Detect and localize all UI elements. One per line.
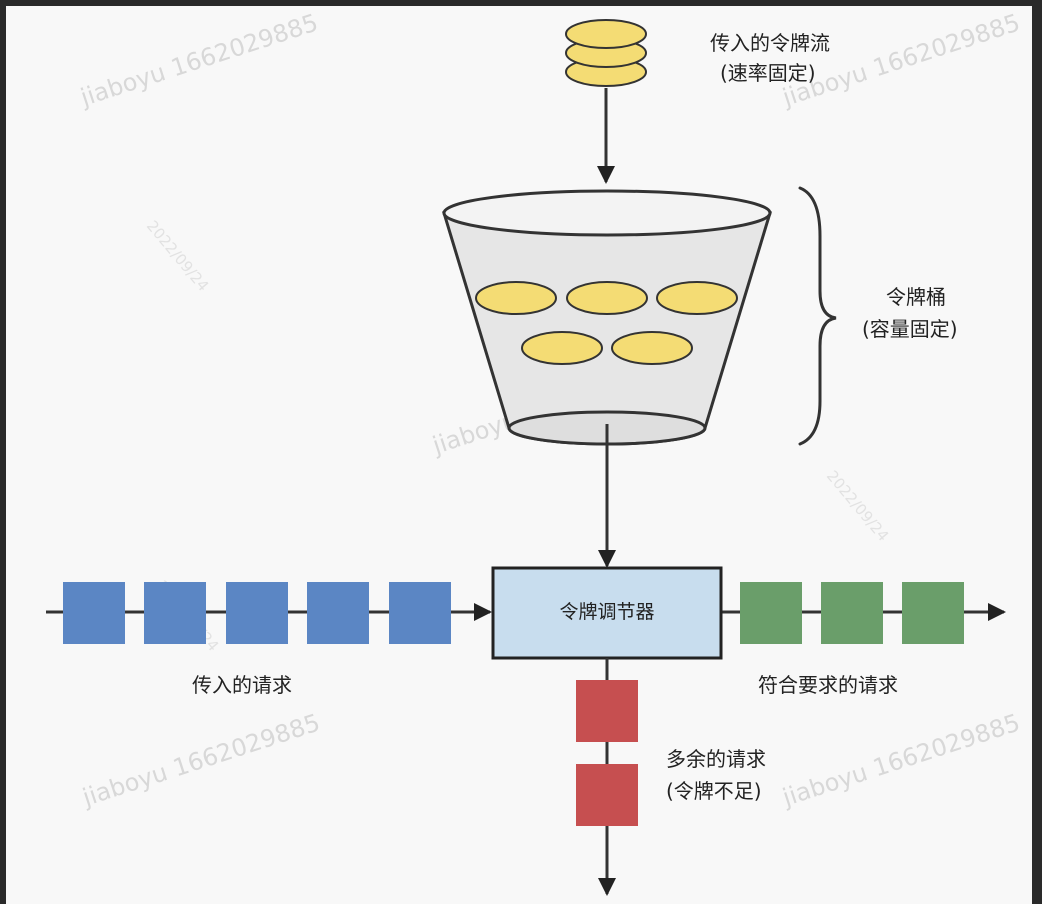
incoming-request [63, 582, 125, 644]
conforming-request [902, 582, 964, 644]
watermark-text: jiaboyu 1662029885 [778, 709, 1023, 812]
diagram-canvas: jiaboyu 1662029885 jiaboyu 1662029885 ji… [6, 6, 1032, 904]
excess-requests-label: 多余的请求 [666, 747, 766, 771]
token-regulator-label: 令牌调节器 [559, 601, 654, 623]
token-regulator-box [491, 566, 723, 660]
watermark-text: jiaboyu 1662029885 [78, 709, 323, 812]
token-stream-label: 传入的令牌流 [710, 31, 830, 55]
conforming-request [740, 582, 802, 644]
token-stream-rate-label: (速率固定) [720, 61, 816, 85]
stream-token [565, 19, 647, 49]
watermark-text: jiaboyu 1662029885 [76, 9, 321, 112]
excess-request [576, 764, 638, 826]
excess-request [576, 680, 638, 742]
bucket-token [566, 281, 648, 315]
watermark-code: 2022/09/24 [143, 217, 212, 295]
incoming-request [307, 582, 369, 644]
token-bucket-diagram: jiaboyu 1662029885 jiaboyu 1662029885 ji… [46, 9, 1023, 896]
token-bucket [441, 189, 773, 446]
conforming-requests-label: 符合要求的请求 [758, 673, 898, 697]
bucket-token [521, 331, 603, 365]
excess-requests [576, 680, 638, 826]
capacity-brace [798, 186, 837, 446]
conforming-request [821, 582, 883, 644]
incoming-requests [63, 582, 451, 644]
bucket-token [656, 281, 738, 315]
bucket-capacity-label: (容量固定) [862, 317, 958, 341]
conforming-requests [740, 582, 964, 644]
bucket-token [611, 331, 693, 365]
incoming-request [389, 582, 451, 644]
watermark-code: 2022/09/24 [823, 467, 892, 545]
bucket-token [475, 281, 557, 315]
bucket-top-rim [442, 189, 772, 237]
bucket-label: 令牌桶 [886, 285, 946, 309]
excess-reason-label: (令牌不足) [666, 779, 762, 803]
incoming-request [144, 582, 206, 644]
token-stream-icon [565, 19, 647, 87]
incoming-request [226, 582, 288, 644]
bucket-body [441, 211, 773, 446]
incoming-requests-label: 传入的请求 [192, 673, 292, 697]
